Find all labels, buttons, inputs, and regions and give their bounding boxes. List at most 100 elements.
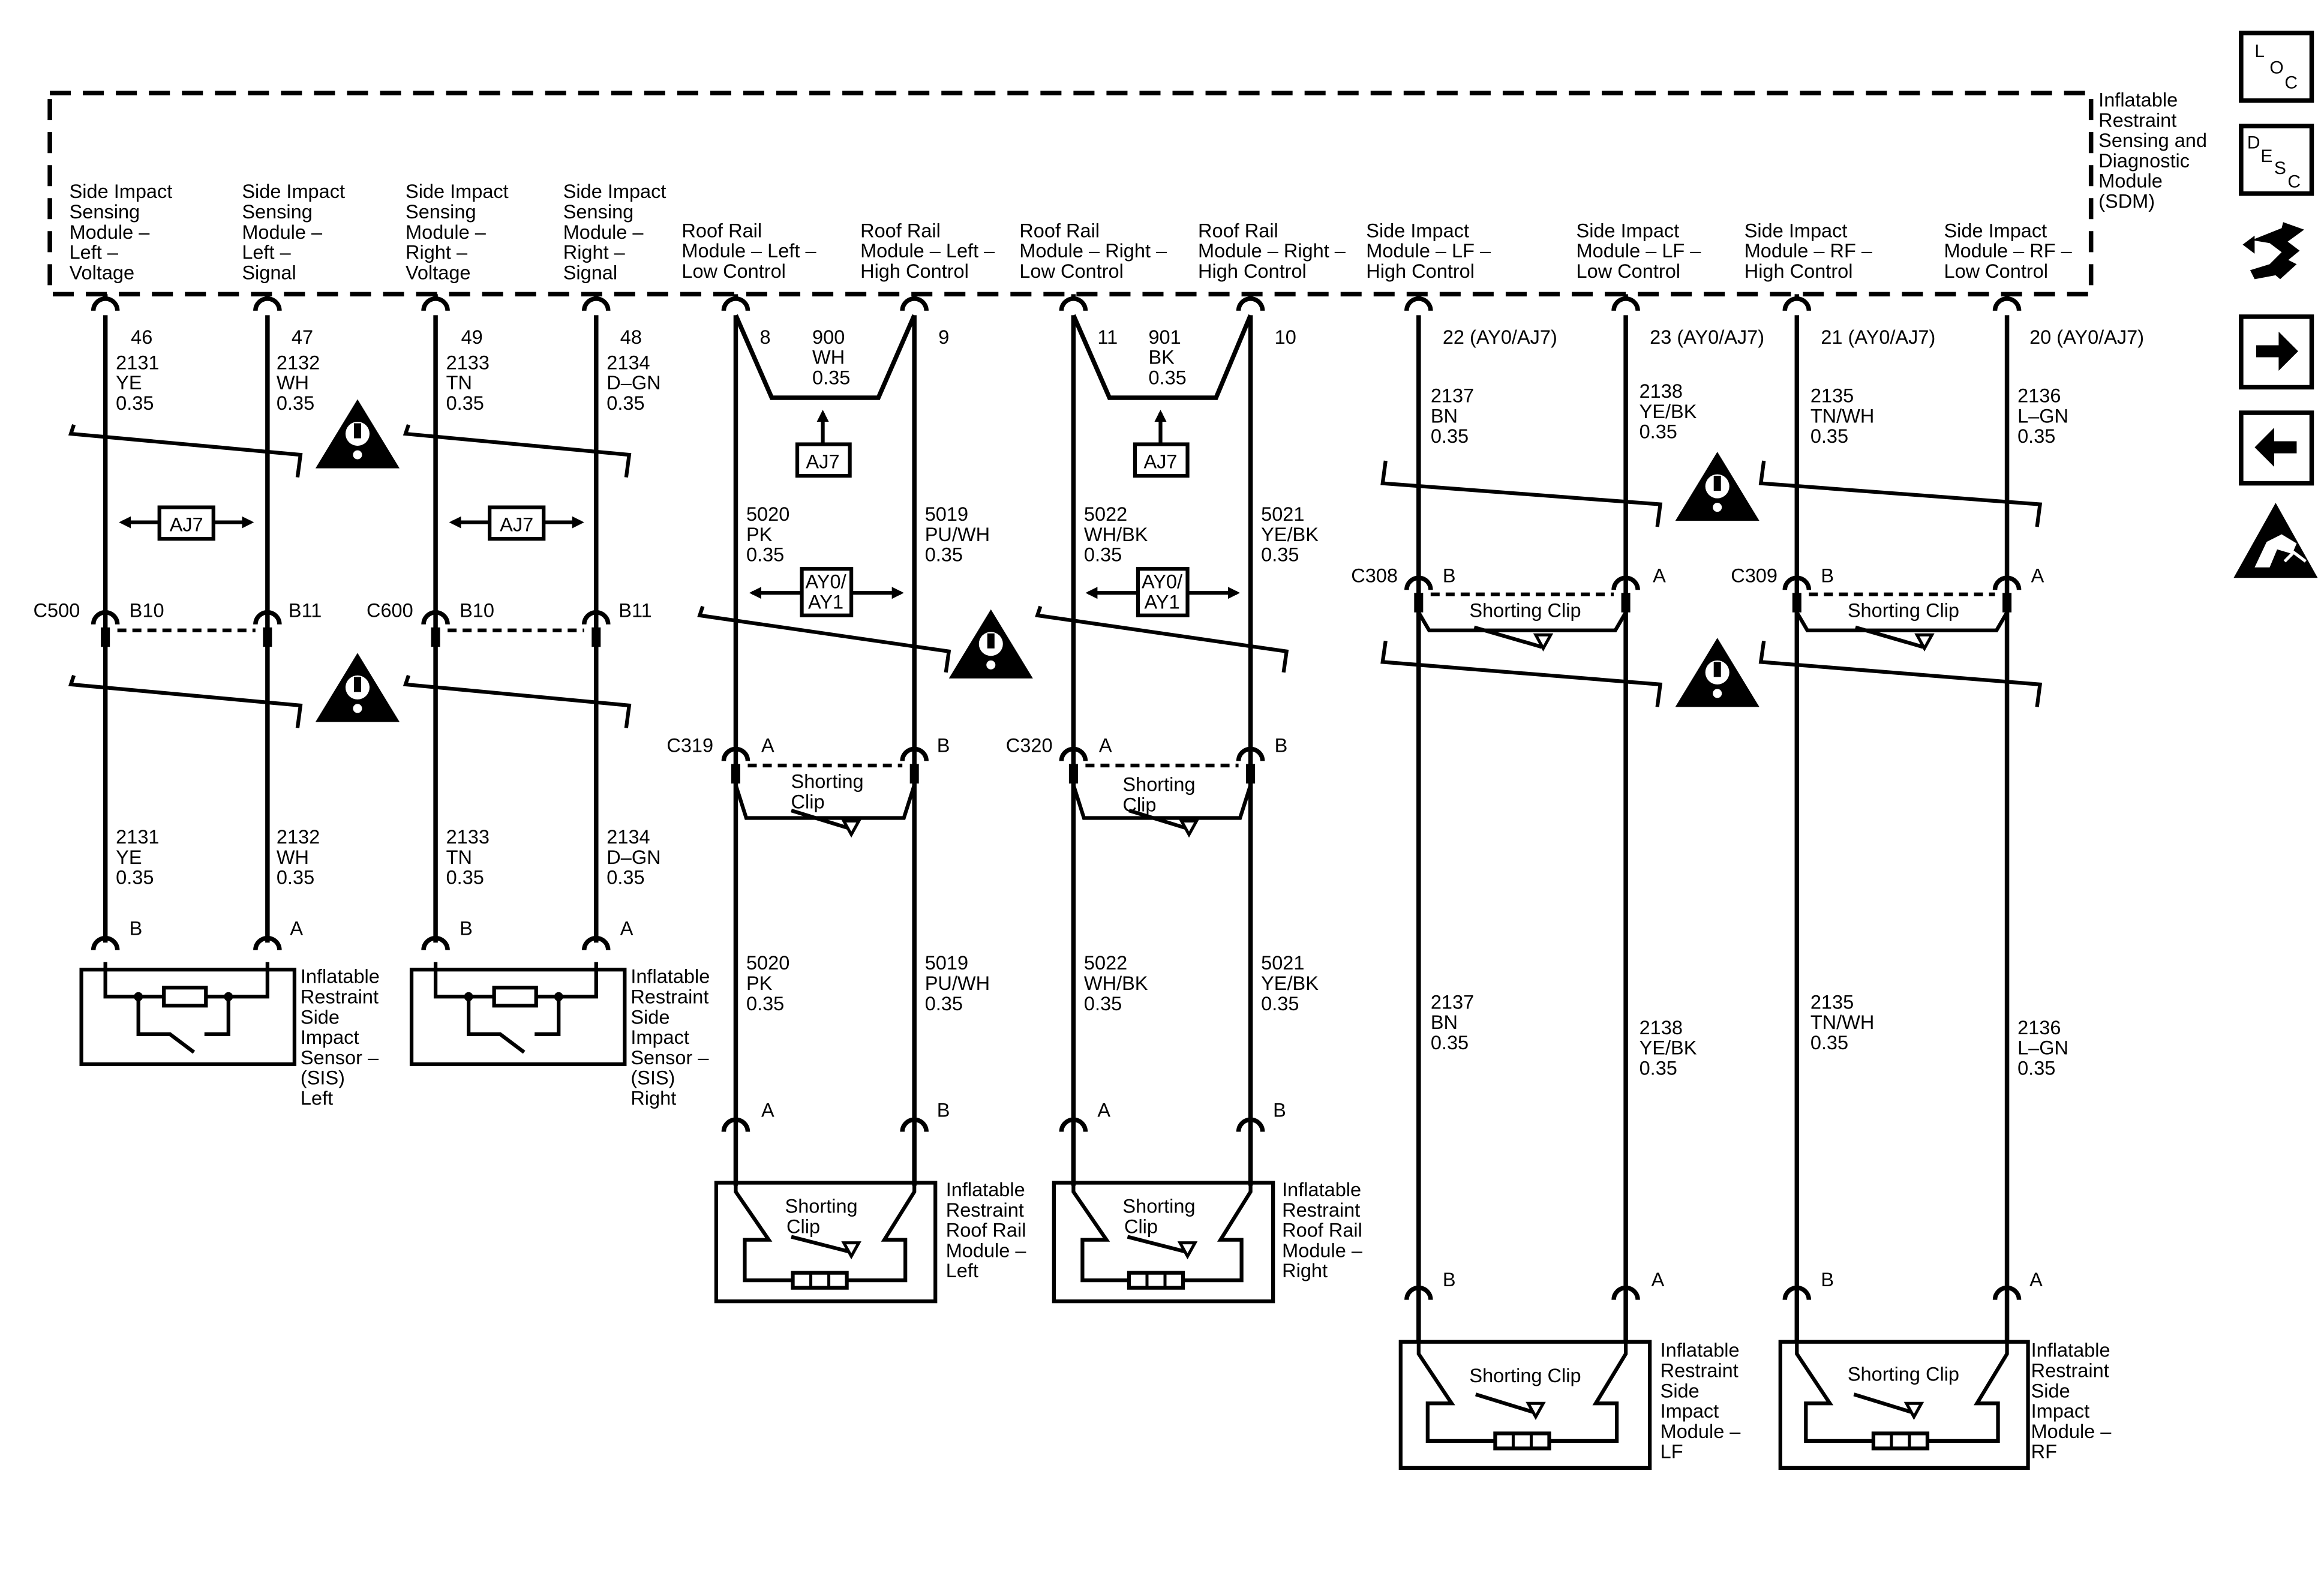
connector-c309 xyxy=(1782,575,2022,613)
pin-label-b10: B10 xyxy=(460,599,494,621)
pin-number: 8 xyxy=(759,326,770,348)
pin-label-b: B xyxy=(1273,1099,1286,1121)
desc-button[interactable]: D E S C xyxy=(2239,124,2314,196)
connector-label-c600: C600 xyxy=(367,599,413,621)
pin-label-b: B xyxy=(1443,1269,1456,1290)
pin-label-b10: B10 xyxy=(130,599,164,621)
warning-icon xyxy=(315,399,400,469)
pin-number: 22 (AY0/AJ7) xyxy=(1443,326,1557,348)
loc-button[interactable]: L O C xyxy=(2239,31,2314,103)
pin-cup xyxy=(1992,296,2022,311)
inline-connectors xyxy=(91,575,2022,784)
svg-text:Shorting Clip: Shorting Clip xyxy=(1469,599,1581,621)
sis-sensor-right xyxy=(409,962,627,1066)
pin-label-b: B xyxy=(1821,1269,1834,1290)
arrow-right-icon[interactable] xyxy=(2239,314,2314,390)
warning-icon xyxy=(1675,452,1759,521)
break-line xyxy=(403,424,632,478)
pin-label-a: A xyxy=(1653,565,1666,587)
pin-number: 47 xyxy=(292,326,313,348)
pin-number: 21 (AY0/AJ7) xyxy=(1821,326,1935,348)
option-tag-ay0-ay1-text: AY0/AY1 xyxy=(806,571,847,613)
svg-text:S: S xyxy=(2274,158,2286,178)
pin-label-b: B xyxy=(130,918,143,939)
break-line xyxy=(68,424,303,478)
side-toolbar: L O C D E S C xyxy=(2233,31,2318,578)
pin-label-b: B xyxy=(1443,565,1456,587)
option-tag-aj7 xyxy=(795,442,852,478)
option-tag-aj7-text: AJ7 xyxy=(500,514,533,536)
component-pins xyxy=(91,936,2022,1300)
svg-text:E: E xyxy=(2260,146,2272,166)
break-line xyxy=(403,674,632,728)
pin-label-b: B xyxy=(937,1099,950,1121)
pin-label-b: B xyxy=(1821,565,1834,587)
pin-numbers: 46 47 49 48 8 9 11 10 22 (AY0/AJ7) 23 (A… xyxy=(131,326,2144,348)
pin-number: 46 xyxy=(131,326,152,348)
warning-icon xyxy=(1675,638,1759,707)
svg-text:O: O xyxy=(2269,58,2283,78)
side-impact-module-lf: Shorting Clip xyxy=(1398,1316,1652,1470)
pin-number: 20 (AY0/AJ7) xyxy=(2029,326,2144,348)
connector-label-c319: C319 xyxy=(666,734,713,756)
side-impact-module-rf: Shorting Clip xyxy=(1778,1316,2030,1470)
pin-cup xyxy=(91,296,120,311)
pin-number: 48 xyxy=(620,326,642,348)
arrow-left-icon[interactable] xyxy=(2239,410,2314,486)
pin-cup xyxy=(582,296,611,311)
pin-number: 11 xyxy=(1097,326,1118,348)
pin-cup xyxy=(253,296,282,311)
connector-c600 xyxy=(421,610,611,647)
break-line xyxy=(1758,640,2043,707)
pin-label-a: A xyxy=(2031,565,2044,587)
break-line xyxy=(1035,605,1289,673)
pin-number: 9 xyxy=(938,326,949,348)
break-line xyxy=(1380,460,1663,527)
esd-hand-icon[interactable] xyxy=(2233,503,2318,578)
connector-c308 xyxy=(1404,575,1640,613)
connector-swap-icon[interactable] xyxy=(2242,222,2304,280)
pin-label-a: A xyxy=(761,1099,774,1121)
option-tag-ay0-ay1 xyxy=(800,567,854,617)
pin-label-b: B xyxy=(937,734,950,756)
warning-icon xyxy=(948,609,1033,679)
pin-label-a: A xyxy=(2029,1269,2043,1290)
warnings xyxy=(315,399,1759,722)
break-line xyxy=(1380,640,1663,707)
pin-label-a: A xyxy=(761,734,774,756)
option-tag-aj7-text: AJ7 xyxy=(806,451,840,473)
pin-cup xyxy=(1782,296,1812,311)
